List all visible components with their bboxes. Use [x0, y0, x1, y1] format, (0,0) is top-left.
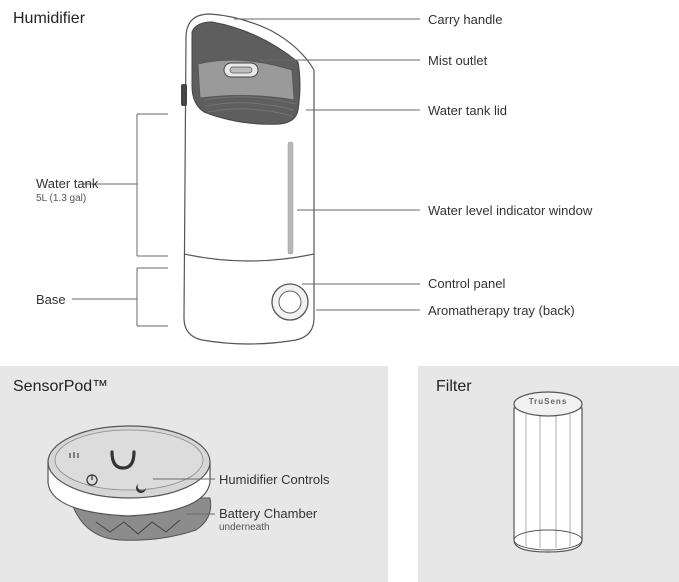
label-battery-chamber-note: underneath	[219, 522, 270, 533]
magnet-icon	[110, 450, 136, 470]
sensorpod-title: SensorPod™	[13, 378, 109, 395]
water-level-window-shape	[287, 141, 294, 255]
control-panel-dial	[271, 283, 309, 321]
side-notch	[181, 84, 187, 106]
filter-title: Filter	[436, 378, 472, 395]
filter-cylinder	[513, 391, 583, 553]
bracket-water-tank	[82, 113, 168, 257]
humidifier-title: Humidifier	[13, 10, 86, 27]
label-mist-outlet: Mist outlet	[428, 53, 488, 68]
humidifier-body	[183, 13, 315, 345]
label-aromatherapy-tray: Aromatherapy tray (back)	[428, 303, 575, 318]
label-base: Base	[36, 292, 66, 307]
label-water-level-window: Water level indicator window	[428, 203, 593, 218]
label-humidifier-controls: Humidifier Controls	[219, 472, 330, 487]
filter-brand-mark: TruSens	[528, 397, 568, 406]
label-control-panel: Control panel	[428, 276, 506, 291]
label-water-tank-capacity: 5L (1.3 gal)	[36, 193, 87, 204]
sensorpod-device	[47, 425, 212, 541]
label-water-tank: Water tank	[36, 176, 99, 191]
label-water-tank-lid: Water tank lid	[428, 103, 507, 118]
moon-icon	[136, 484, 146, 493]
label-battery-chamber: Battery Chamber	[219, 506, 318, 521]
mist-outlet-shape	[223, 62, 259, 78]
mist-icon	[69, 452, 79, 458]
sensorpod-icons	[69, 450, 146, 493]
bracket-base	[72, 267, 168, 327]
label-carry-handle: Carry handle	[428, 12, 503, 27]
